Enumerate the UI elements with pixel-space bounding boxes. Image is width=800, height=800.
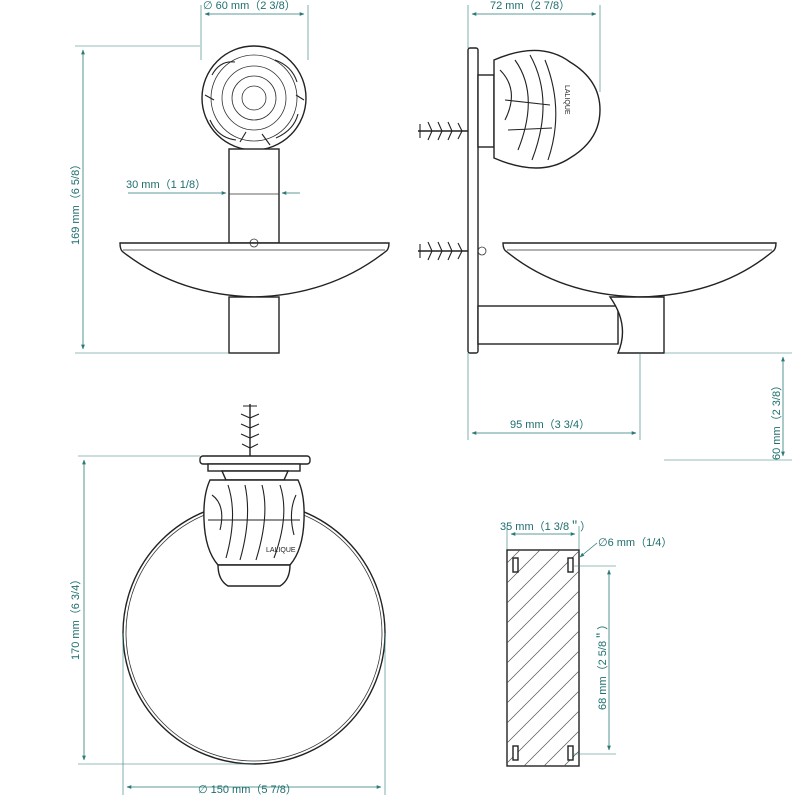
anchor-screw-lower (418, 241, 468, 261)
dim-hole-spacing: 68 mm（2 5/8＂） (596, 619, 609, 710)
towel-ring-view: LALIQUE 170 mm（6 3/4） ∅ 150 mm（5 7/8） (69, 404, 386, 796)
dim-ring-diameter: ∅ 150 mm（5 7/8） (198, 783, 297, 796)
dim-lower-height: 60 mm（2 3/8） (770, 380, 783, 460)
anchor-screw-upper (418, 121, 468, 141)
wall-plate (467, 47, 479, 354)
mounting-plate (506, 549, 580, 767)
dim-ring-height: 170 mm（6 3/4） (69, 574, 82, 660)
brand-mark-ring: LALIQUE (266, 547, 296, 554)
mounting-plate-view: 35 mm（1 3/8＂） ∅6 mm（1/4） (500, 520, 672, 767)
plate-hole-bottom-left (512, 745, 519, 761)
soap-dish-bowl-side (502, 242, 777, 298)
dim-top-diameter: ∅ 60 mm（2 3/8） (203, 0, 296, 12)
medallion-knob (201, 45, 307, 151)
stem (228, 148, 280, 244)
dim-stem-width: 30 mm（1 1/8） (126, 178, 206, 191)
mounting-screw (240, 404, 260, 456)
soap-dish-front-view: ∅ 60 mm（2 3/8） 30 mm（1 1/8） 169 mm（6 5/8… (69, 0, 390, 354)
dim-hole-diameter: ∅6 mm（1/4） (598, 536, 672, 549)
dim-side-depth: 72 mm（2 7/8） (490, 0, 570, 12)
plate-hole-top-left (512, 557, 519, 573)
medallion-side (493, 49, 601, 169)
lower-post (228, 296, 280, 354)
soap-dish-side-view: 72 mm（2 7/8） LALIQUE 95 mm（3 3/4） (418, 0, 792, 461)
plate-hole-top-right (567, 557, 574, 573)
dim-plate-width: 35 mm（1 3/8＂） (500, 520, 591, 533)
dim-soap-height: 169 mm（6 5/8） (69, 159, 82, 245)
brand-mark-side: LALIQUE (563, 85, 570, 115)
lower-arm (477, 305, 619, 345)
wall-cap (199, 455, 311, 465)
soap-dish-bowl (119, 242, 390, 298)
dim-projection: 95 mm（3 3/4） (510, 418, 590, 431)
plate-hole-bottom-right (567, 745, 574, 761)
